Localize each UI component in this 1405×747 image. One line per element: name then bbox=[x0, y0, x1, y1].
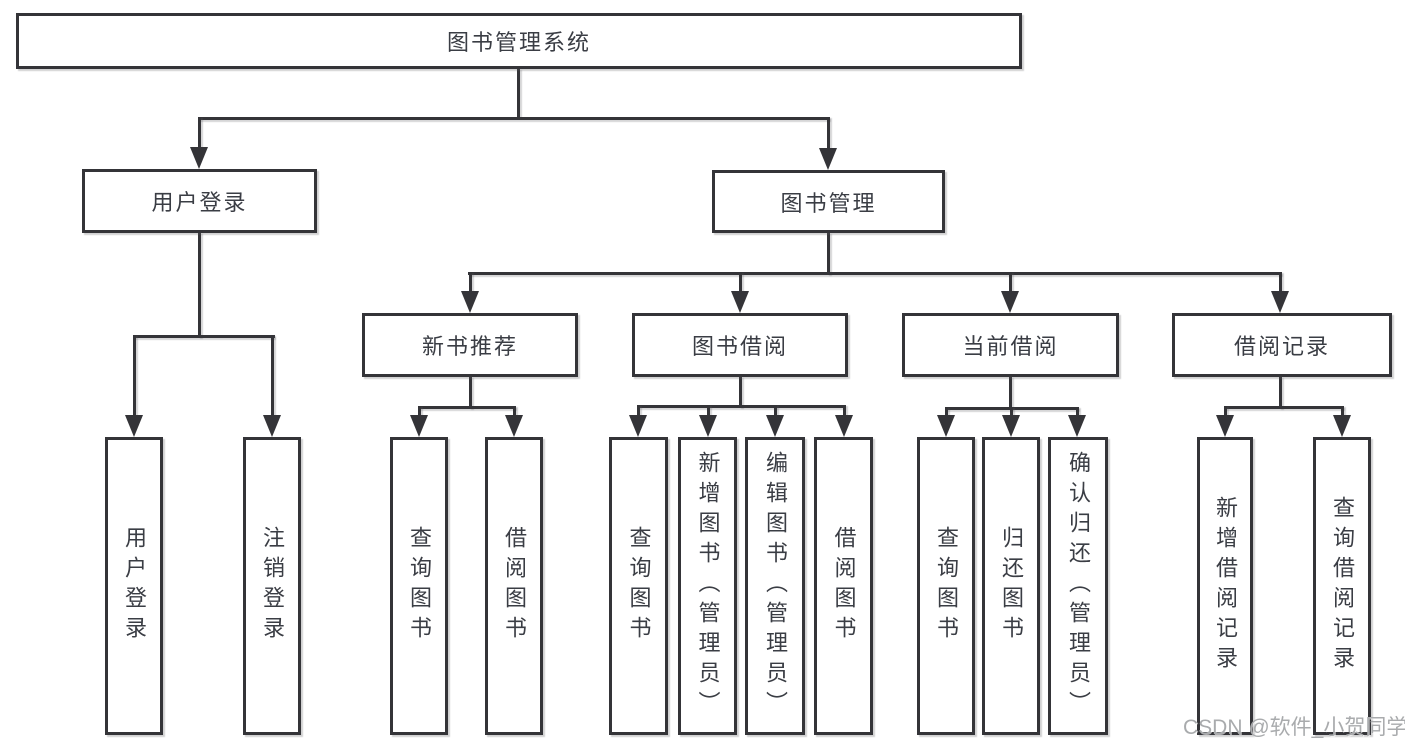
node-book-management-system: 图书管理系统 bbox=[16, 13, 1022, 69]
arrow-down-icon bbox=[461, 291, 479, 313]
connector-trunk bbox=[1009, 377, 1012, 410]
connector-shaft bbox=[843, 405, 846, 417]
arrow-down-icon bbox=[1001, 291, 1019, 313]
arrow-down-icon bbox=[937, 415, 955, 437]
leaf-edit-books-admin: 编辑图书（管理员） bbox=[745, 437, 805, 735]
connector-trunk bbox=[469, 377, 472, 409]
leaf-query-books-recommend: 查询图书 bbox=[390, 437, 448, 735]
arrow-down-icon bbox=[125, 415, 143, 437]
connector-user-login-trunk bbox=[198, 233, 201, 338]
connector-shaft bbox=[637, 405, 640, 417]
connector-shaft bbox=[739, 272, 742, 293]
connector-shaft bbox=[945, 407, 948, 418]
connector-bar bbox=[418, 406, 516, 409]
connector-shaft bbox=[418, 406, 421, 418]
leaf-query-borrow-record: 查询借阅记录 bbox=[1313, 437, 1371, 735]
leaf-confirm-return-admin: 确认归还（管理员） bbox=[1048, 437, 1108, 735]
leaf-borrow-books-borrowing: 借阅图书 bbox=[814, 437, 873, 735]
connector-book-mgmt-trunk bbox=[827, 233, 830, 275]
connector-shaft bbox=[1009, 272, 1012, 293]
csdn-watermark: CSDN @软件_小贺同学 bbox=[1183, 716, 1405, 739]
leaf-query-books-current: 查询图书 bbox=[917, 437, 975, 735]
connector-shaft bbox=[774, 405, 777, 417]
connector-shaft bbox=[469, 272, 472, 293]
node-new-book-recommend: 新书推荐 bbox=[362, 313, 578, 377]
arrow-down-icon bbox=[410, 415, 428, 437]
leaf-user-login: 用户登录 bbox=[105, 437, 163, 735]
connector-shaft bbox=[1279, 272, 1282, 293]
node-book-borrowing: 图书借阅 bbox=[632, 313, 848, 377]
connector-shaft bbox=[1010, 407, 1013, 418]
node-current-borrowing: 当前借阅 bbox=[902, 313, 1119, 377]
connector-bar bbox=[637, 405, 845, 408]
leaf-query-books-borrowing: 查询图书 bbox=[609, 437, 668, 735]
arrow-down-icon bbox=[1068, 415, 1086, 437]
leaf-add-books-admin: 新增图书（管理员） bbox=[678, 437, 737, 735]
connector-shaft bbox=[271, 335, 274, 417]
arrow-down-icon bbox=[819, 148, 837, 170]
connector-shaft bbox=[198, 117, 201, 149]
arrow-down-icon bbox=[1002, 415, 1020, 437]
connector-shaft bbox=[1224, 406, 1227, 418]
leaf-borrow-books-recommend: 借阅图书 bbox=[485, 437, 543, 735]
arrow-down-icon bbox=[190, 147, 208, 169]
node-book-management-group: 图书管理 bbox=[712, 170, 945, 233]
connector-shaft bbox=[1341, 406, 1344, 418]
arrow-down-icon bbox=[766, 415, 784, 437]
leaf-return-books: 归还图书 bbox=[982, 437, 1040, 735]
arrow-down-icon bbox=[835, 415, 853, 437]
connector-trunk bbox=[1279, 377, 1282, 409]
arrow-down-icon bbox=[1333, 415, 1351, 437]
connector-shaft bbox=[827, 117, 830, 150]
leaf-logout: 注销登录 bbox=[243, 437, 301, 735]
arrow-down-icon bbox=[699, 415, 717, 437]
connector-shaft bbox=[513, 406, 516, 418]
connector-level2-bar bbox=[468, 272, 1282, 275]
connector-trunk bbox=[739, 377, 742, 408]
arrow-down-icon bbox=[629, 415, 647, 437]
connector-root-trunk bbox=[517, 69, 520, 118]
connector-bar bbox=[1224, 406, 1344, 409]
connector-shaft bbox=[133, 335, 136, 417]
arrow-down-icon bbox=[505, 415, 523, 437]
connector-shaft bbox=[1076, 407, 1079, 418]
arrow-down-icon bbox=[731, 291, 749, 313]
arrow-down-icon bbox=[1216, 415, 1234, 437]
arrow-down-icon bbox=[263, 415, 281, 437]
connector-user-login-bar bbox=[133, 335, 275, 338]
node-borrowing-records: 借阅记录 bbox=[1172, 313, 1392, 377]
arrow-down-icon bbox=[1271, 291, 1289, 313]
connector-shaft bbox=[707, 405, 710, 417]
connector-level1-bar bbox=[198, 117, 830, 120]
node-user-login-group: 用户登录 bbox=[82, 169, 317, 233]
leaf-add-borrow-record: 新增借阅记录 bbox=[1197, 437, 1253, 735]
